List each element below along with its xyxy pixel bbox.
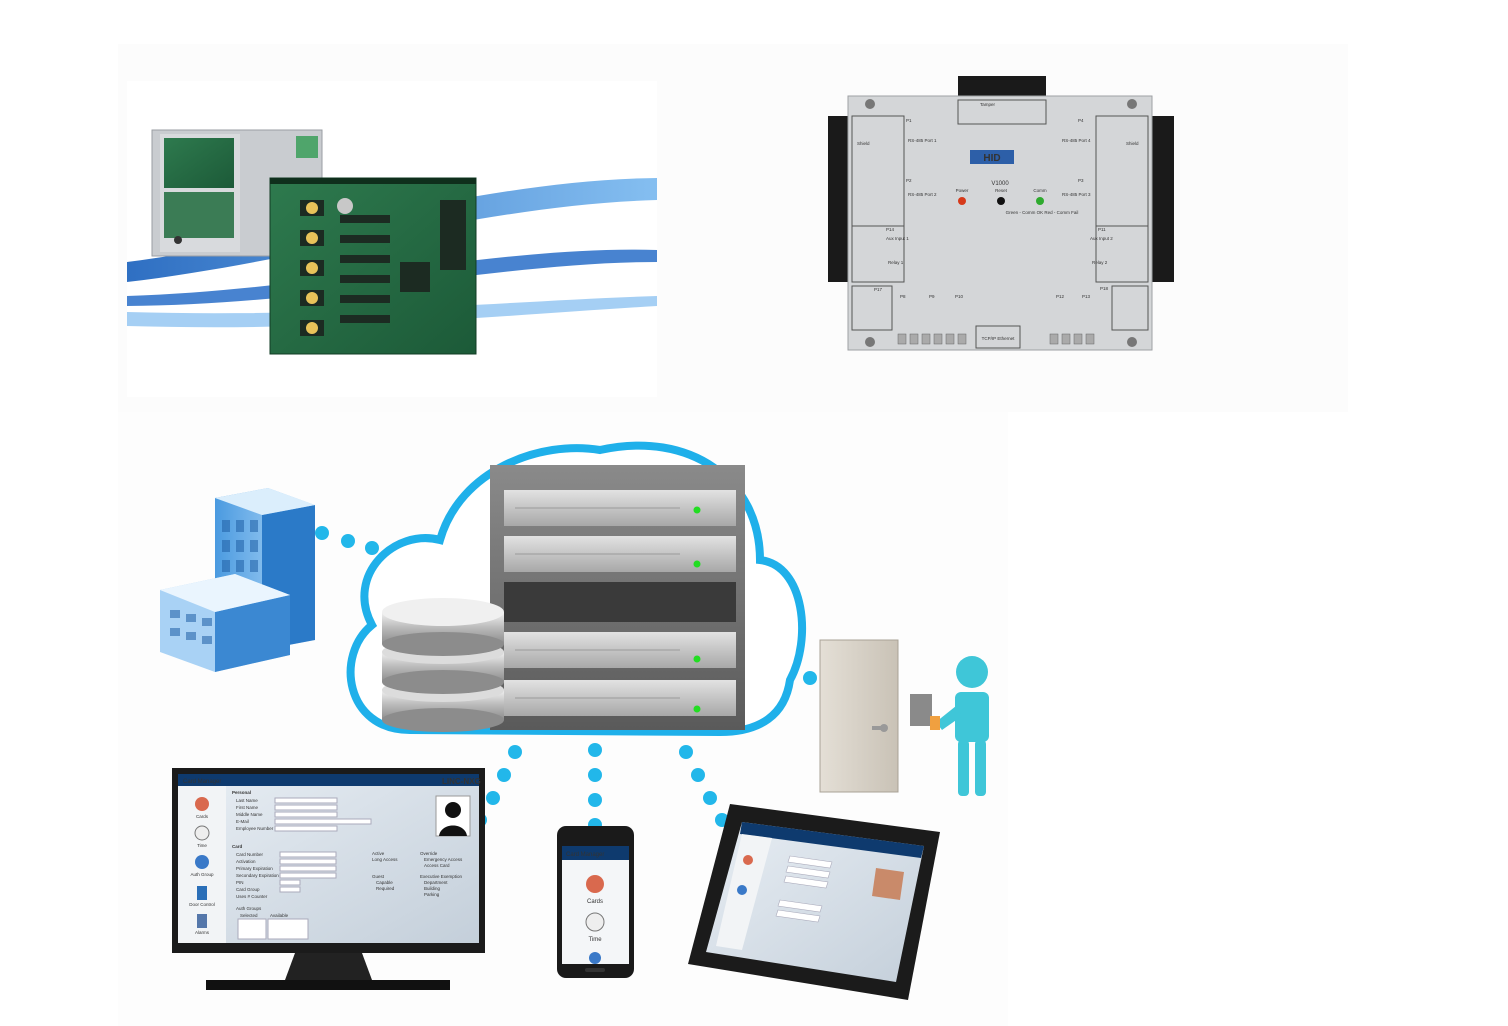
- guest-required: Required: [376, 886, 395, 891]
- tablet: [688, 804, 940, 1000]
- field-first-name: First Name: [236, 805, 258, 810]
- nav-alarms-icon: [197, 914, 207, 928]
- p10-label: P10: [955, 294, 964, 299]
- tcpip-label: TCP/IP Ethernet: [982, 336, 1015, 341]
- p18-label: P18: [1100, 286, 1109, 291]
- phone-group-icon: [589, 952, 601, 964]
- relay1-label: Relay 1: [888, 260, 904, 265]
- nav-time: Time: [197, 843, 207, 848]
- phone-title: Card Manager: [566, 852, 604, 858]
- desktop-brand: LINC-NXG: [442, 777, 481, 786]
- rs485-port4-label: RS-485 Port 4: [1062, 138, 1091, 143]
- card-field-uses-counter: Uses # Counter: [236, 894, 268, 899]
- override-label: Override: [420, 851, 438, 856]
- card-field-pin: PIN: [236, 880, 244, 885]
- card-field-number: Card Number: [236, 852, 264, 857]
- exemption-department: Department: [424, 880, 448, 885]
- p13-label: P13: [1082, 294, 1091, 299]
- shield-label-right: Shield: [1126, 141, 1139, 146]
- power-led: [958, 197, 966, 205]
- power-label: Power: [956, 188, 969, 193]
- personal-header: Personal: [232, 790, 251, 795]
- comm-note: Green - Comm OK Red - Comm Fail: [1006, 210, 1079, 215]
- comm-label: Comm: [1033, 188, 1047, 193]
- tamper-label: Tamper: [980, 102, 996, 107]
- available-label: Available: [270, 913, 289, 918]
- p3-label: P3: [1078, 178, 1084, 183]
- aux-input1-label: Aux Input 1: [886, 236, 909, 241]
- active-label: Active: [372, 851, 385, 856]
- nav-auth-group: Auth Group: [190, 872, 214, 877]
- rs485-port3-label: RS-485 Port 3: [1062, 192, 1091, 197]
- database-icon: [382, 598, 504, 732]
- field-middle-name: Middle Name: [236, 812, 263, 817]
- guest-label: Guest: [372, 874, 385, 879]
- hid-brand-text: HID: [983, 153, 1000, 164]
- model-label: V1000: [991, 181, 1009, 187]
- p4-label: P4: [1078, 118, 1084, 123]
- person-icon: [930, 656, 989, 796]
- guest-capable: Capable: [376, 880, 393, 885]
- nav-door-control: Door Control: [189, 902, 215, 907]
- phone-time-icon: [585, 912, 605, 932]
- nav-cards: Cards: [196, 814, 209, 819]
- card-field-group: Card Group: [236, 887, 260, 892]
- override-emergency: Emergency Access: [424, 857, 463, 862]
- rs485-port1-label: RS-485 Port 1: [908, 138, 937, 143]
- door-icon: [819, 639, 899, 793]
- field-employee-number: Employee Number: [236, 826, 274, 831]
- reset-label: Reset: [995, 188, 1008, 193]
- exemption-parking: Parking: [424, 892, 440, 897]
- p9-label: P9: [929, 294, 935, 299]
- phone-item-cards: Cards: [587, 899, 603, 905]
- tablet-profile-photo: [872, 868, 904, 900]
- p11-label: P11: [1098, 227, 1106, 232]
- override-access-card: Access Card: [424, 863, 450, 868]
- reset-button: [997, 197, 1005, 205]
- nav-door-control-icon: [197, 886, 207, 900]
- shield-label-left: Shield: [857, 141, 870, 146]
- aux-input2-label: Aux Input 2: [1090, 236, 1113, 241]
- p8-label: P8: [900, 294, 906, 299]
- selected-label: Selected: [240, 913, 258, 918]
- desktop-window-title: Card Manager: [183, 779, 221, 785]
- exemption-building: Building: [424, 886, 441, 891]
- server-rack-icon: [490, 465, 745, 730]
- card-reader-icon: [910, 694, 932, 726]
- p12-label: P12: [1056, 294, 1065, 299]
- p2-label: P2: [906, 178, 912, 183]
- p14-label: P14: [886, 227, 895, 232]
- p1-label: P1: [906, 118, 912, 123]
- hid-controller-image: HID V1000 Power Reset Comm Green - Comm …: [828, 76, 1174, 351]
- field-last-name: Last Name: [236, 798, 258, 803]
- nav-time-icon: [194, 825, 210, 841]
- desktop-monitor: Card Manager LINC-NXG Cards Time Auth Gr…: [172, 768, 485, 990]
- office-buildings-icon: [160, 488, 315, 672]
- card-header: Card: [232, 844, 243, 849]
- p17-label: P17: [874, 287, 883, 292]
- smartphone: Card Manager Cards Time: [557, 826, 634, 978]
- hid-logo: [970, 150, 1014, 164]
- nav-auth-group-icon: [195, 855, 209, 869]
- card-field-activation: Activation: [236, 859, 256, 864]
- phone-cards-icon: [586, 875, 604, 893]
- nav-alarms: Alarms: [195, 930, 210, 935]
- field-email: E-Mail: [236, 819, 249, 824]
- relay2-label: Relay 2: [1092, 260, 1108, 265]
- access-panel-image: [127, 81, 657, 397]
- card-field-secondary-exp: Secondary Expiration: [236, 873, 279, 878]
- rs485-port2-label: RS-485 Port 2: [908, 192, 937, 197]
- long-access-label: Long Access: [372, 857, 398, 862]
- card-field-primary-exp: Primary Expiration: [236, 866, 273, 871]
- phone-item-time: Time: [588, 937, 602, 943]
- exemption-label: Executive Exemption: [420, 874, 463, 879]
- profile-photo-placeholder: [439, 802, 467, 836]
- auth-groups-label: Auth Groups: [236, 906, 262, 911]
- nav-cards-icon: [195, 797, 209, 811]
- comm-led: [1036, 197, 1044, 205]
